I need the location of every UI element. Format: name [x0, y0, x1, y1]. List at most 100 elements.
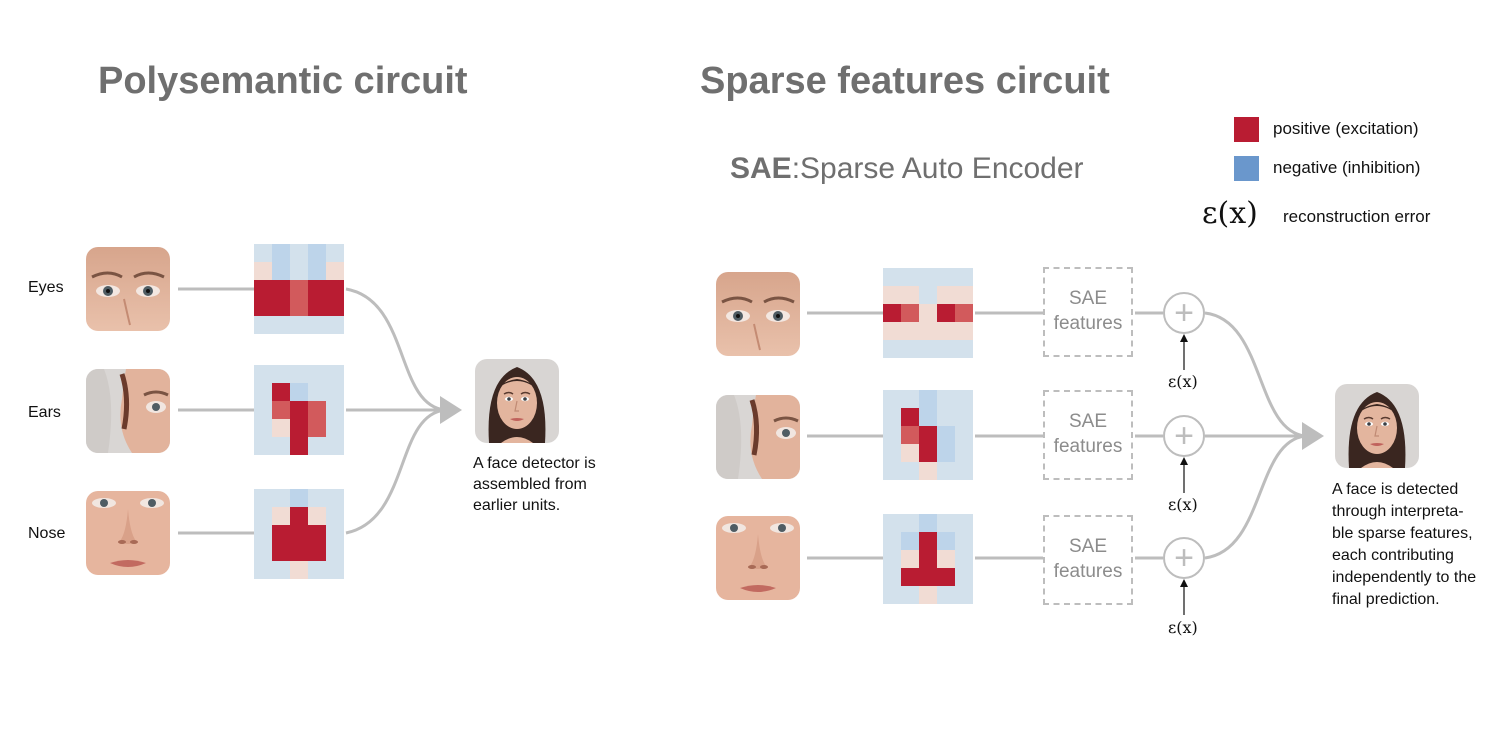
grid-cell	[919, 514, 937, 532]
grid-cell	[290, 280, 308, 298]
error-term: ε(x)	[1168, 372, 1198, 391]
grid-cell	[901, 390, 919, 408]
grid-cell	[919, 268, 937, 286]
grid-cell	[919, 568, 937, 586]
sae-expansion: :Sparse Auto Encoder	[791, 152, 1084, 185]
error-symbol: ε(x)	[1202, 196, 1258, 231]
grid-cell	[883, 444, 901, 462]
grid-cell	[308, 383, 326, 401]
grid-cell	[955, 568, 973, 586]
grid-cell	[955, 514, 973, 532]
grid-cell	[883, 550, 901, 568]
grid-cell	[883, 462, 901, 480]
grid-cell	[901, 532, 919, 550]
grid-cell	[254, 316, 272, 334]
grid-cell	[326, 280, 344, 298]
eyes-crop-image	[86, 247, 170, 331]
grid-cell	[254, 401, 272, 419]
grid-cell	[308, 525, 326, 543]
grid-cell	[308, 244, 326, 262]
grid-cell	[290, 383, 308, 401]
ears-activation-grid	[254, 365, 344, 455]
grid-cell	[883, 532, 901, 550]
right-note-line: through interpreta-	[1332, 503, 1464, 521]
grid-cell	[254, 244, 272, 262]
grid-cell	[901, 568, 919, 586]
grid-cell	[901, 444, 919, 462]
grid-cell	[254, 262, 272, 280]
grid-cell	[919, 304, 937, 322]
left-eyes-curve	[345, 287, 446, 412]
grid-cell	[919, 390, 937, 408]
grid-cell	[901, 586, 919, 604]
sae-box-line1: SAE	[1068, 536, 1108, 558]
grid-cell	[326, 383, 344, 401]
grid-cell	[326, 525, 344, 543]
grid-cell	[290, 489, 308, 507]
error-term: ε(x)	[1168, 495, 1198, 514]
grid-cell	[919, 532, 937, 550]
sae-subtitle: SAE:Sparse Auto Encoder	[730, 152, 1084, 186]
grid-cell	[272, 280, 290, 298]
grid-cell	[326, 419, 344, 437]
grid-cell	[272, 244, 290, 262]
grid-cell	[901, 340, 919, 358]
grid-cell	[308, 507, 326, 525]
grid-cell	[919, 426, 937, 444]
grid-cell	[883, 304, 901, 322]
row-label-eyes: Eyes	[28, 279, 64, 296]
grid-cell	[955, 304, 973, 322]
right-note-line: ble sparse features,	[1332, 525, 1473, 543]
grid-cell	[326, 489, 344, 507]
grid-cell	[937, 586, 955, 604]
grid-cell	[883, 268, 901, 286]
grid-cell	[254, 280, 272, 298]
right-note-line: A face is detected	[1332, 481, 1459, 498]
grid-cell	[901, 268, 919, 286]
left-note-line: A face detector is	[473, 455, 596, 472]
grid-cell	[955, 268, 973, 286]
grid-cell	[919, 286, 937, 304]
grid-cell	[272, 383, 290, 401]
nose-feature-grid	[883, 514, 973, 604]
error-term: ε(x)	[1168, 618, 1198, 637]
grid-cell	[254, 489, 272, 507]
grid-cell	[272, 316, 290, 334]
left-note: A face detector is assembled from earlie…	[473, 454, 596, 516]
ear-crop-image	[716, 395, 800, 479]
grid-cell	[955, 550, 973, 568]
sae-box-line1: SAE	[1068, 288, 1108, 310]
grid-cell	[955, 444, 973, 462]
grid-cell	[308, 365, 326, 383]
sae-box-line2: features	[1053, 436, 1123, 457]
grid-cell	[937, 286, 955, 304]
grid-cell	[883, 586, 901, 604]
grid-cell	[272, 507, 290, 525]
grid-cell	[919, 408, 937, 426]
sae-box-line1: SAE	[1068, 411, 1108, 433]
nose-activation-grid	[254, 489, 344, 579]
grid-cell	[308, 419, 326, 437]
grid-cell	[937, 532, 955, 550]
grid-cell	[883, 322, 901, 340]
face-portrait-image	[475, 359, 559, 443]
grid-cell	[290, 437, 308, 455]
right-note-line: independently to the	[1332, 569, 1477, 587]
right-row3-curve	[1204, 434, 1306, 560]
grid-cell	[901, 408, 919, 426]
grid-cell	[937, 550, 955, 568]
grid-cell	[937, 340, 955, 358]
grid-cell	[937, 514, 955, 532]
grid-cell	[937, 426, 955, 444]
grid-cell	[937, 390, 955, 408]
sae-abbrev: SAE	[730, 152, 792, 185]
grid-cell	[326, 543, 344, 561]
grid-cell	[290, 365, 308, 383]
grid-cell	[919, 462, 937, 480]
grid-cell	[290, 525, 308, 543]
grid-cell	[883, 340, 901, 358]
grid-cell	[326, 298, 344, 316]
grid-cell	[326, 262, 344, 280]
grid-cell	[308, 298, 326, 316]
